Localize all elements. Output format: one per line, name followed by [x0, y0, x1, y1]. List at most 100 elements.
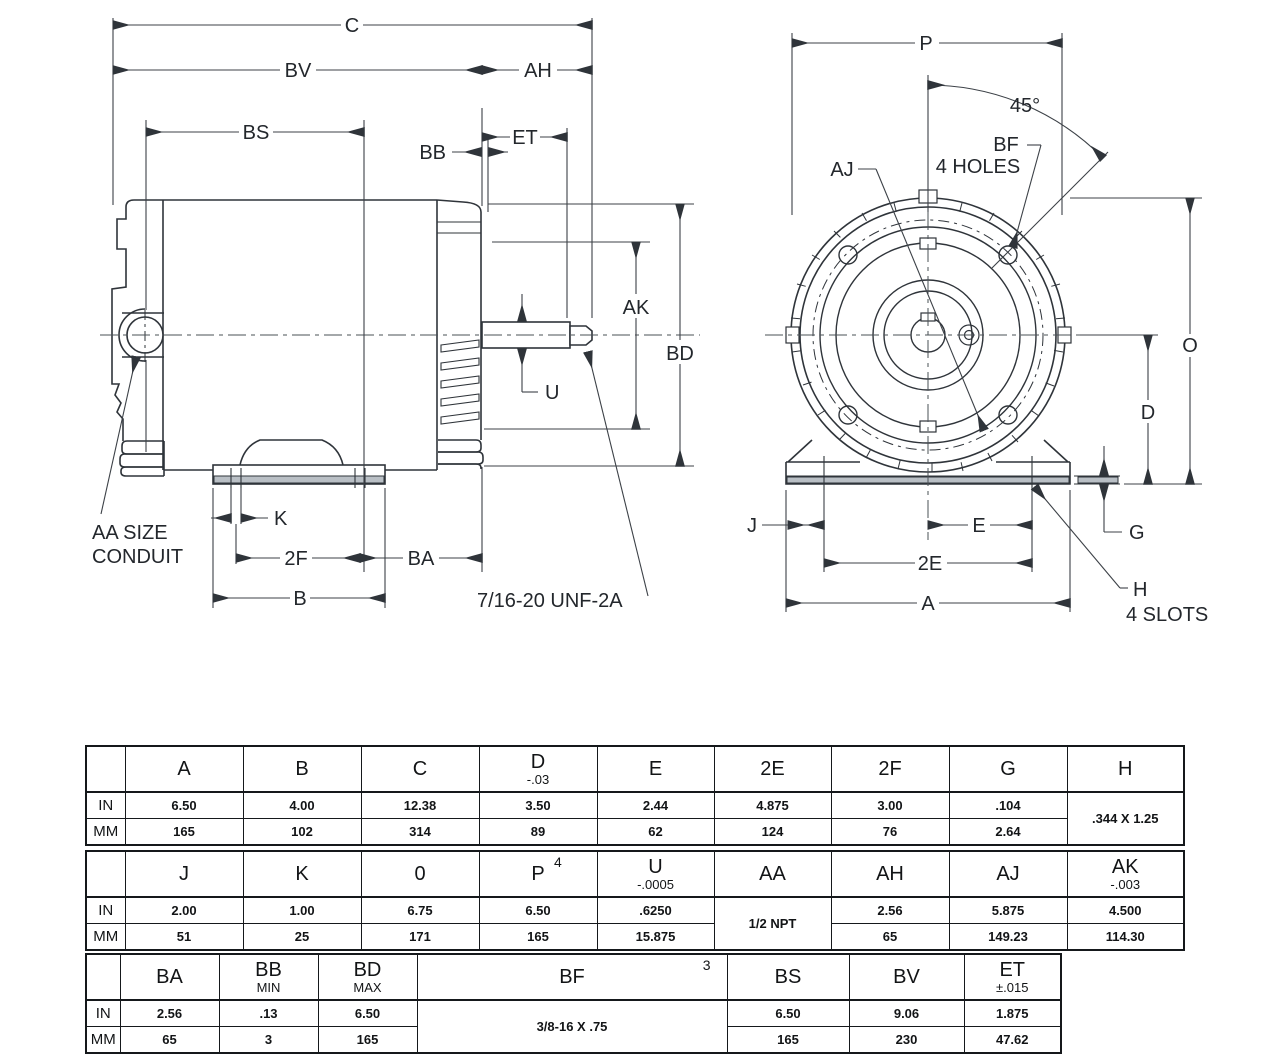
dim-label-bs: BS [243, 122, 270, 144]
side-view [100, 199, 700, 488]
t1-h-g: G [948, 745, 1068, 793]
dim-table-1: A B C D-.03 E 2E 2F G H IN 6.50 4.00 12.… [85, 745, 1185, 846]
dim-label-bb: BB [419, 142, 446, 164]
t2-mm-u: 15.875 [596, 923, 715, 951]
t2-h-o: 0 [360, 850, 480, 898]
t3-in-bv: 9.06 [848, 999, 965, 1027]
t1-rowlabel-in: IN [85, 791, 126, 819]
t2-in-u: .6250 [596, 896, 715, 924]
dim-label-ak: AK [623, 297, 650, 319]
dim-label-p: P [919, 33, 932, 55]
t1-in-2f: 3.00 [830, 791, 950, 819]
dim-label-2f: 2F [284, 548, 307, 570]
t1-mm-2f: 76 [830, 818, 950, 846]
engineering-drawing: C BV AH ET BB BS AK BD U K 2F BA B AA SI… [92, 14, 1208, 626]
note-h: H [1133, 579, 1147, 601]
t2-aa-merged: 1/2 NPT [713, 896, 832, 951]
t3-mm-bd: 165 [317, 1026, 418, 1054]
t1-mm-b: 102 [242, 818, 362, 846]
dim-label-b: B [293, 588, 306, 610]
t2-mm-p: 165 [478, 923, 598, 951]
t2-h-aj: AJ [948, 850, 1068, 898]
dim-label-ba: BA [408, 548, 435, 570]
dim-label-j: J [747, 515, 757, 537]
t1-in-b: 4.00 [242, 791, 362, 819]
t2-rowlabel-mm: MM [85, 923, 126, 951]
t2-mm-j: 51 [124, 923, 244, 951]
t2-mm-o: 171 [360, 923, 480, 951]
t1-corner [85, 745, 126, 793]
t1-h-2e: 2E [713, 745, 832, 793]
t3-h-ba: BA [119, 953, 220, 1001]
t1-in-a: 6.50 [124, 791, 244, 819]
t3-h-bs: BS [726, 953, 850, 1001]
t2-h-ah: AH [830, 850, 950, 898]
front-view-label-text: P 45° BF 4 HOLES AJ O D G J E 2E A H 4 S… [747, 33, 1208, 626]
t1-row-in: IN 6.50 4.00 12.38 3.50 2.44 4.875 3.00 … [85, 791, 1185, 846]
t1-h-d: D-.03 [478, 745, 598, 793]
t3-in-bd: 6.50 [317, 999, 418, 1027]
t2-mm-aj: 149.23 [948, 923, 1068, 951]
dim-label-bv: BV [285, 60, 312, 82]
t2-h-j: J [124, 850, 244, 898]
t1-h-e: E [596, 745, 715, 793]
t2-in-o: 6.75 [360, 896, 480, 924]
t3-in-ba: 2.56 [119, 999, 220, 1027]
t1-row-mm: MM 165 102 314 89 62 124 76 2.64 [85, 818, 1184, 846]
t1-in-2e: 4.875 [713, 791, 832, 819]
t2-row-in: IN 2.00 1.00 6.75 6.50 .6250 1/2 NPT 2.5… [85, 896, 1185, 951]
front-view-labels [915, 32, 1203, 614]
t1-h-h: H [1066, 745, 1185, 793]
t2-mm-ah: 65 [830, 923, 950, 951]
t3-row-in: IN 2.56 .13 6.50 3/8-16 X .75 6.50 9.06 … [85, 999, 1062, 1054]
t1-in-c: 12.38 [360, 791, 480, 819]
t1-h-merged: .344 X 1.25 [1066, 791, 1185, 846]
t3-mm-et: 47.62 [963, 1026, 1062, 1054]
t2-in-k: 1.00 [242, 896, 362, 924]
t2-in-aj: 5.875 [948, 896, 1068, 924]
side-view-label-text: C BV AH ET BB BS AK BD U K 2F BA B AA SI… [92, 15, 694, 612]
t2-in-p: 6.50 [478, 896, 598, 924]
note-conduit-line2: CONDUIT [92, 546, 183, 568]
side-view-dimensions [100, 18, 694, 608]
t3-rowlabel-mm: MM [85, 1026, 121, 1054]
t1-mm-e: 62 [596, 818, 715, 846]
t2-corner [85, 850, 126, 898]
t3-mm-bv: 230 [848, 1026, 965, 1054]
side-view-labels [239, 14, 700, 609]
t3-in-bs: 6.50 [726, 999, 850, 1027]
note-shaft-thread: 7/16-20 UNF-2A [477, 590, 623, 612]
t3-bf-merged: 3/8-16 X .75 [416, 999, 728, 1054]
t1-in-g: .104 [948, 791, 1068, 819]
t1-in-d: 3.50 [478, 791, 598, 819]
t3-corner [85, 953, 121, 1001]
t1-in-e: 2.44 [596, 791, 715, 819]
front-view [765, 189, 1120, 540]
note-h-sub: 4 SLOTS [1126, 604, 1208, 626]
dim-label-k: K [274, 508, 288, 530]
t2-mm-ak: 114.30 [1066, 923, 1185, 951]
dim-label-bd: BD [666, 343, 694, 365]
t1-h-b: B [242, 745, 362, 793]
dim-label-2e: 2E [918, 553, 942, 575]
dim-label-angle: 45° [1010, 95, 1040, 117]
dim-label-c: C [345, 15, 359, 37]
t3-mm-ba: 65 [119, 1026, 220, 1054]
t3-mm-bb: 3 [218, 1026, 319, 1054]
t1-h-c: C [360, 745, 480, 793]
note-bf-sub: 4 HOLES [936, 156, 1020, 178]
t3-in-bb: .13 [218, 999, 319, 1027]
note-aj: AJ [830, 159, 853, 181]
t2-in-j: 2.00 [124, 896, 244, 924]
dim-label-g: G [1129, 522, 1145, 544]
t1-mm-a: 165 [124, 818, 244, 846]
t1-rowlabel-mm: MM [85, 818, 126, 846]
t3-h-bv: BV [848, 953, 965, 1001]
t3-row-mm: MM 65 3 165 165 230 47.62 [85, 1026, 1062, 1054]
